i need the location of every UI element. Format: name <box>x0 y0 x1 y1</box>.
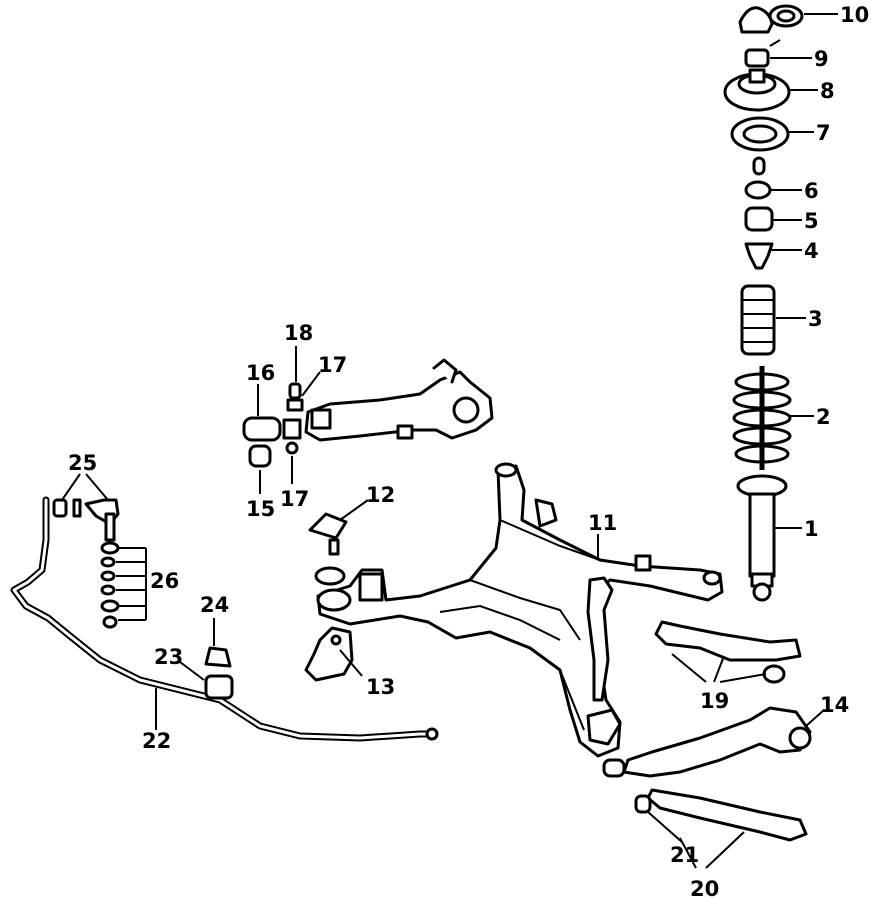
shock-absorber <box>736 474 788 602</box>
callout-18: 18 <box>284 321 313 345</box>
callout-1: 1 <box>804 517 819 541</box>
callout-23: 23 <box>154 645 183 669</box>
stabilizer-bracket-24 <box>204 646 232 668</box>
stabilizer-bushing-23 <box>204 674 234 700</box>
callout-labels: 10 9 8 7 6 5 4 3 2 1 11 12 13 14 15 16 1… <box>68 3 869 901</box>
callout-7: 7 <box>816 121 831 145</box>
callout-26: 26 <box>150 569 179 593</box>
callout-13: 13 <box>366 675 395 699</box>
callout-21: 21 <box>670 843 699 867</box>
callout-9: 9 <box>814 47 829 71</box>
lower-arm-19 <box>654 620 802 684</box>
link-hardware-26 <box>100 541 120 629</box>
callout-25: 25 <box>68 451 97 475</box>
callout-8: 8 <box>820 79 835 103</box>
callout-5: 5 <box>804 209 819 233</box>
callout-17-lower: 17 <box>280 487 309 511</box>
callout-17-upper: 17 <box>318 353 347 377</box>
spacer <box>752 156 766 176</box>
callout-15: 15 <box>246 497 275 521</box>
bushing-15 <box>248 444 272 468</box>
strut-mount-cap <box>738 4 804 34</box>
bracket-13 <box>304 626 354 682</box>
strut-nut <box>744 39 781 68</box>
callout-20: 20 <box>690 877 719 901</box>
stabilizer-bar <box>10 496 439 742</box>
spring-seat <box>730 116 790 152</box>
bracket-12 <box>308 512 348 586</box>
callout-16: 16 <box>246 361 275 385</box>
coil-spring <box>732 366 792 470</box>
upper-control-arm <box>304 358 494 442</box>
lateral-link-11 <box>586 576 614 702</box>
callout-14: 14 <box>820 693 849 717</box>
leader-lines <box>61 13 838 869</box>
callout-3: 3 <box>808 307 823 331</box>
lower-arm-20 <box>634 788 808 842</box>
callout-24: 24 <box>200 593 229 617</box>
callout-22: 22 <box>142 729 171 753</box>
washer-17-upper <box>286 398 304 412</box>
bolt-18 <box>288 382 302 400</box>
subframe <box>316 462 724 758</box>
washer-17-lower <box>285 441 299 455</box>
callout-11: 11 <box>588 511 617 535</box>
callout-6: 6 <box>804 179 819 203</box>
bump-stop <box>744 242 774 270</box>
bushing-16 <box>242 416 302 442</box>
callout-12: 12 <box>366 483 395 507</box>
callout-10: 10 <box>840 3 869 27</box>
bushing-6 <box>744 180 772 200</box>
callout-19: 19 <box>700 689 729 713</box>
dust-boot <box>740 284 776 356</box>
trailing-arm-14 <box>602 706 812 778</box>
strut-upper-mount <box>723 68 791 112</box>
callout-4: 4 <box>804 239 819 263</box>
bushing-5 <box>744 206 774 232</box>
stabilizer-link-25 <box>52 498 120 542</box>
callout-2: 2 <box>816 405 831 429</box>
